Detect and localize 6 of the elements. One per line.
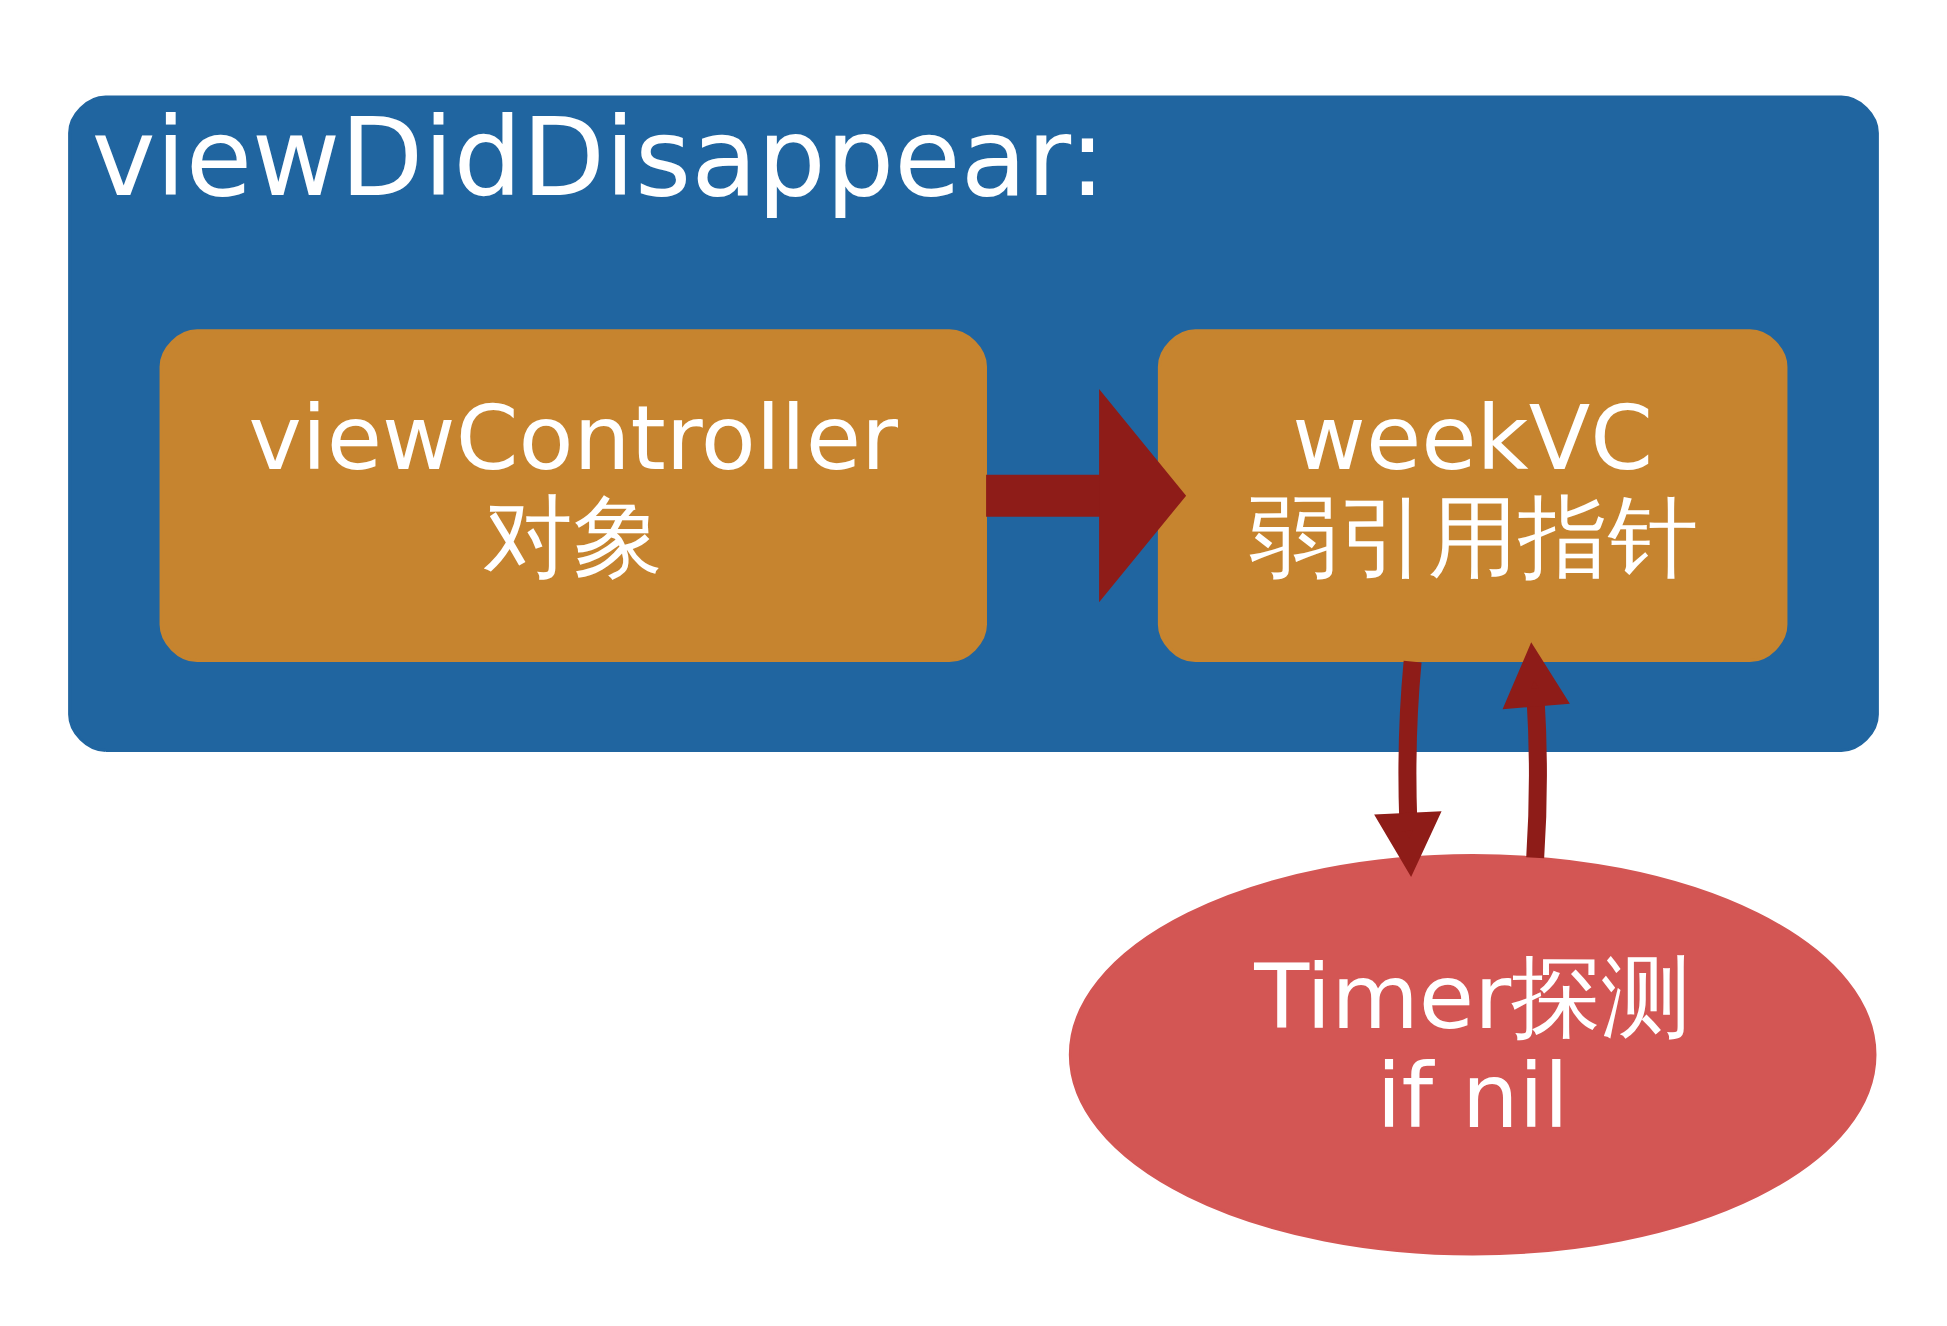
arrow	[1374, 660, 1442, 877]
arrow	[986, 388, 1187, 602]
node-box: viewController 对象	[159, 328, 987, 662]
node-ellipse: Timer探测 if nil	[1068, 853, 1877, 1255]
node-box: weekVC 弱引用指针	[1157, 328, 1788, 662]
arrow	[1502, 641, 1570, 858]
